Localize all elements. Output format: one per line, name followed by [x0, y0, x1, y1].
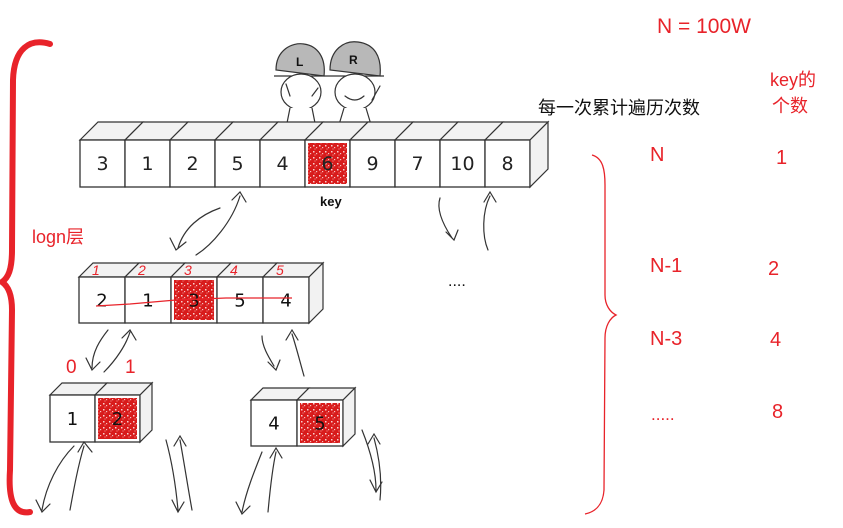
arrow-l2-down-right	[261, 335, 281, 372]
level2-value: 2	[96, 290, 107, 311]
top-array-value: 8	[501, 153, 513, 175]
top-array-value: 7	[411, 153, 423, 175]
arrow-l3-f	[267, 446, 283, 513]
top-array-cell	[169, 139, 216, 188]
arrow-l2-up-right	[285, 328, 305, 377]
level3-right-value: 5	[314, 413, 325, 434]
level2-index: 5	[276, 262, 284, 278]
level3-left-array: 1 2 0 1	[48, 357, 154, 444]
level2-index: 1	[92, 262, 100, 278]
level3-left-side	[139, 381, 153, 444]
logn-label: logn层	[32, 227, 84, 247]
n-total-label: N = 100W	[657, 15, 751, 38]
level3-right-highlight	[300, 403, 340, 443]
level-passes-2: N-3	[650, 328, 682, 350]
top-array-value: 9	[366, 153, 378, 175]
level2-value: 5	[234, 290, 245, 311]
level2-index: 2	[137, 262, 146, 278]
arrow-l2-down-left	[85, 329, 109, 372]
level2-cell	[262, 276, 310, 324]
arrow-l3-h	[367, 432, 382, 501]
arrow-down-right	[438, 197, 459, 242]
level3-right-value: 4	[268, 413, 279, 434]
top-array-highlight	[308, 143, 347, 184]
ellipsis: ....	[448, 273, 466, 290]
level2-cell	[78, 276, 126, 324]
top-array-value: 2	[186, 153, 198, 175]
pointer-left-label: L	[296, 55, 303, 69]
arrow-up-left	[195, 191, 247, 256]
right-brace	[584, 154, 618, 515]
key-label: key	[320, 194, 342, 209]
level2-value: 4	[280, 290, 291, 311]
level2-index: 3	[184, 262, 192, 278]
top-array-value: 10	[450, 153, 474, 175]
top-array-side	[529, 120, 549, 189]
level3-right-side	[342, 386, 356, 448]
level-keys-3: 8	[772, 401, 783, 423]
level2-value: 1	[142, 290, 153, 311]
level3-left-highlight	[98, 398, 137, 439]
arrow-l3-g	[361, 429, 383, 494]
arrow-l3-e	[235, 451, 263, 516]
top-array: 3 1 2 5 4 6 9 7 10 8	[78, 120, 550, 189]
per-pass-header: 每一次累计遍历次数	[538, 98, 700, 118]
level3-left-value: 1	[67, 409, 78, 430]
level-passes-3: .....	[651, 405, 675, 424]
level3-left-index: 1	[125, 357, 136, 378]
top-array-cell	[349, 139, 396, 188]
level2-array: 2 1 3 5 4 1 2 3 4 5	[77, 261, 325, 325]
arrow-l3-a	[35, 445, 75, 514]
pointer-right-character: R	[328, 41, 384, 130]
level2-strike	[95, 297, 292, 307]
top-array-value: 3	[96, 153, 108, 175]
level3-right-cell	[250, 399, 298, 447]
pointer-left-character: L	[274, 43, 328, 130]
pointer-right-label: R	[349, 53, 358, 67]
arrow-l2-up-left	[103, 329, 137, 373]
top-array-cell	[214, 139, 261, 188]
top-array-cell	[124, 139, 171, 188]
key-count-header-2: 个数	[772, 96, 808, 116]
top-array-cell	[394, 139, 441, 188]
level-keys-0: 1	[776, 147, 787, 169]
arrow-l3-d	[173, 434, 193, 511]
top-array-cell	[484, 139, 531, 188]
level2-side	[308, 261, 324, 325]
level2-cell	[124, 276, 172, 324]
arrow-up-right	[483, 190, 497, 251]
left-brace	[0, 39, 53, 516]
key-count-header-1: key的	[770, 70, 816, 90]
top-array-value: 1	[141, 153, 153, 175]
level-passes-0: N	[650, 144, 664, 166]
level3-left-value: 2	[112, 409, 123, 430]
level3-left-index: 0	[66, 357, 77, 378]
top-array-value: 5	[231, 153, 243, 175]
top-array-value: 6	[321, 153, 333, 175]
arrow-l3-b	[69, 440, 93, 511]
level-keys-1: 2	[768, 258, 779, 280]
level-keys-2: 4	[770, 329, 781, 351]
arrow-l3-c	[165, 439, 185, 514]
level2-index: 4	[230, 262, 238, 278]
level2-value: 3	[188, 290, 199, 311]
top-array-value: 4	[276, 153, 288, 175]
arrow-down-left	[169, 207, 221, 251]
level-passes-1: N-1	[650, 255, 682, 277]
